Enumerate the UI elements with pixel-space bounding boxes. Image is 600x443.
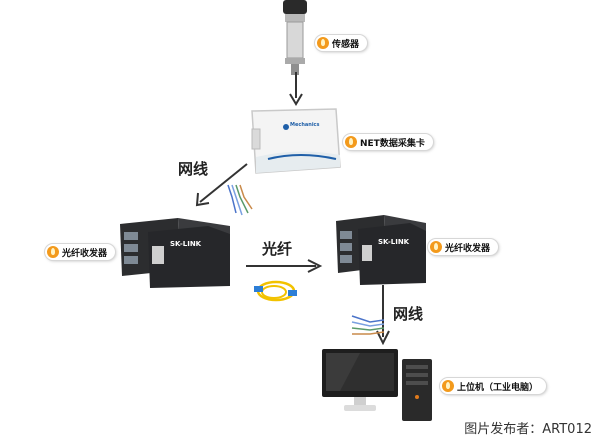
flame-icon bbox=[442, 380, 454, 392]
fiber-converter-right bbox=[336, 215, 426, 285]
fiber-label: 光纤 bbox=[262, 240, 293, 258]
host-label: 上位机（工业电脑） bbox=[440, 378, 547, 394]
sensor-label-text: 传感器 bbox=[332, 39, 360, 50]
fiber-cable-icon bbox=[254, 280, 297, 302]
daq-label: NET数据采集卡 bbox=[343, 134, 433, 150]
flame-icon bbox=[345, 136, 357, 148]
flame-icon bbox=[47, 246, 59, 258]
monitor-icon bbox=[322, 349, 398, 411]
brand-label-left: SK-LINK bbox=[170, 240, 202, 248]
ethernet-cable-icon bbox=[227, 184, 253, 216]
daq-brand-text: Mechanics bbox=[290, 122, 320, 128]
flame-icon bbox=[317, 37, 329, 49]
pc-tower-icon bbox=[402, 359, 432, 421]
arrow-down-icon bbox=[289, 72, 303, 106]
brand-label-right: SK-LINK bbox=[378, 238, 410, 246]
converter-left-label-text: 光纤收发器 bbox=[62, 248, 108, 259]
arrow-right-icon bbox=[246, 259, 323, 273]
ethernet-cable-icon bbox=[351, 315, 385, 335]
converter-right-label: 光纤收发器 bbox=[428, 239, 499, 255]
pressure-sensor-icon bbox=[283, 0, 307, 75]
daq-label-text: NET数据采集卡 bbox=[360, 138, 425, 149]
sensor-label: 传感器 bbox=[315, 35, 368, 51]
net-cable-label-top: 网线 bbox=[178, 160, 209, 178]
fiber-converter-left bbox=[120, 218, 230, 288]
watermark: 图片发布者：ART012 bbox=[464, 422, 592, 437]
daq-card-device bbox=[251, 108, 341, 174]
converter-left-label: 光纤收发器 bbox=[45, 244, 116, 260]
arrow-diagonal-icon bbox=[195, 163, 248, 207]
net-cable-label-bottom: 网线 bbox=[393, 305, 424, 323]
host-label-text: 上位机（工业电脑） bbox=[457, 382, 539, 393]
converter-right-label-text: 光纤收发器 bbox=[445, 243, 491, 254]
flame-icon bbox=[430, 241, 442, 253]
